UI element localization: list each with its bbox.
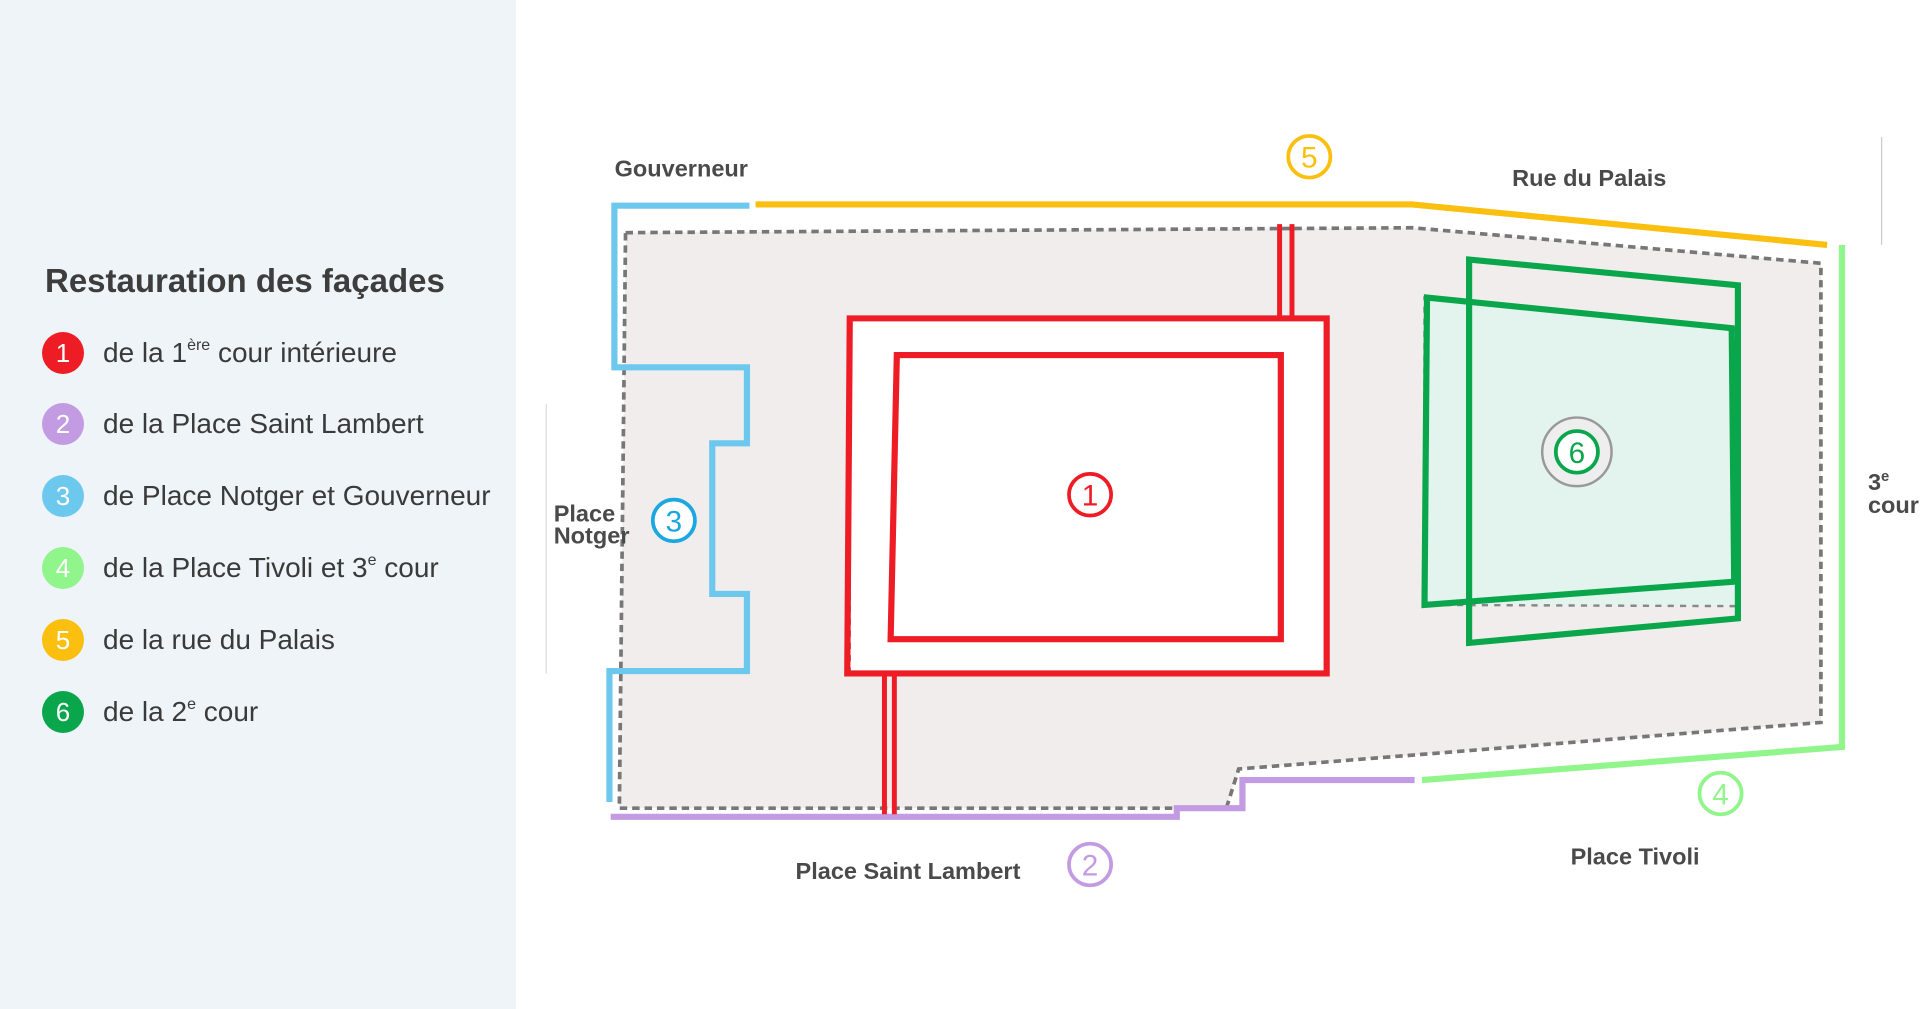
label-main: de la Place Tivoli et 3 <box>103 552 368 583</box>
legend-item-1: 1 de la 1ère cour intérieure <box>42 331 397 375</box>
marker-1[interactable]: 1 <box>1067 472 1113 518</box>
legend-item-label: de la Place Saint Lambert <box>103 408 424 440</box>
label-place-tivoli: Place Tivoli <box>1571 844 1700 870</box>
facade-2-saint-lambert <box>610 776 1415 820</box>
label-main: de la Place Saint Lambert <box>103 408 424 439</box>
label-main: de la 2 <box>103 696 188 727</box>
label-sup: ère <box>187 337 211 354</box>
label-3e-sup: e <box>1881 469 1889 485</box>
facade-3-notger-gouverneur <box>606 202 751 803</box>
svg-text:2: 2 <box>1082 850 1099 883</box>
marker-4[interactable]: 4 <box>1697 770 1744 817</box>
label-gouverneur: Gouverneur <box>615 155 748 181</box>
label-sup: e <box>187 696 196 713</box>
facade-6-outer <box>1466 256 1742 647</box>
marker-5[interactable]: 5 <box>1286 134 1333 180</box>
label-main: de la rue du Palais <box>103 624 335 655</box>
label-rest: cour <box>376 552 439 583</box>
label-rest: cour <box>195 696 259 727</box>
legend-item-label: de Place Notger et Gouverneur <box>103 480 491 512</box>
legend-item-3: 3 de Place Notger et Gouverneur <box>42 474 491 518</box>
label-rest: cour intérieure <box>210 337 397 368</box>
legend-title: Restauration des façades <box>45 262 445 299</box>
facade-6-inner <box>1421 294 1738 609</box>
facade-4-tivoli <box>1421 244 1846 784</box>
legend-item-5: 5 de la rue du Palais <box>42 618 335 662</box>
label-main: de Place Notger et Gouverneur <box>103 480 491 511</box>
legend-badge-icon: 1 <box>42 332 84 374</box>
label-rue-du-palais: Rue du Palais <box>1512 165 1666 191</box>
legend-badge-icon: 2 <box>42 403 84 445</box>
marker-2[interactable]: 2 <box>1067 841 1113 888</box>
legend-badge-icon: 4 <box>42 547 84 589</box>
label-place-notger-1: Place <box>554 501 615 527</box>
facade-1-passages <box>881 224 1295 815</box>
label-main: de la 1 <box>103 337 188 368</box>
legend-item-label: de la Place Tivoli et 3e cour <box>103 552 439 584</box>
legend-item-label: de la 1ère cour intérieure <box>103 337 397 369</box>
legend-badge-icon: 3 <box>42 475 84 517</box>
label-cour: cour <box>1868 492 1919 518</box>
svg-text:6: 6 <box>1569 437 1586 470</box>
legend-item-label: de la 2e cour <box>103 696 258 728</box>
svg-text:4: 4 <box>1712 779 1729 812</box>
legend-badge-icon: 6 <box>42 691 84 733</box>
svg-text:1: 1 <box>1082 480 1099 513</box>
svg-text:3: 3 <box>666 506 683 539</box>
facade-1-inner <box>887 352 1284 643</box>
facade-1-outer <box>844 315 1330 677</box>
facade-5-rue-du-palais <box>755 201 1828 248</box>
label-sup: e <box>367 552 377 569</box>
legend-item-6: 6 de la 2e cour <box>42 690 258 734</box>
label-place-saint-lambert: Place Saint Lambert <box>796 858 1021 884</box>
label-3e-num: 3 <box>1868 469 1881 495</box>
marker-6[interactable]: 6 <box>1553 429 1600 475</box>
legend-item-4: 4 de la Place Tivoli et 3e cour <box>42 546 439 590</box>
svg-text:5: 5 <box>1301 142 1318 175</box>
marker-3[interactable]: 3 <box>650 497 697 544</box>
label-3e: 3e <box>1868 469 1889 495</box>
legend-panel: Restauration des façades 1 de la 1ère cou… <box>0 0 516 1009</box>
legend-item-label: de la rue du Palais <box>103 624 335 656</box>
label-place-notger-2: Notger <box>554 523 630 549</box>
legend-badge-icon: 5 <box>42 619 84 661</box>
legend-item-2: 2 de la Place Saint Lambert <box>42 402 424 446</box>
